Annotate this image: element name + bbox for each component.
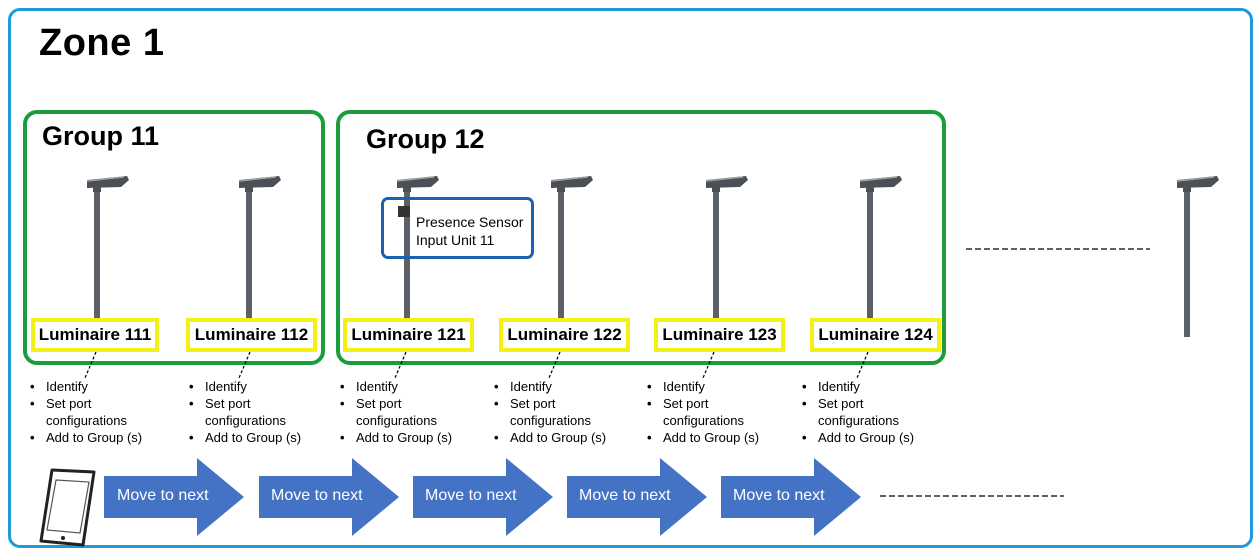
streetlight-icon bbox=[859, 175, 903, 338]
luminaire-124-label: Luminaire 124 bbox=[810, 318, 941, 352]
move-to-next-label: Move to next bbox=[425, 487, 517, 504]
presence-sensor-box bbox=[381, 197, 534, 259]
task-set-port-configurations: Set port configurations bbox=[28, 395, 142, 429]
task-list: Identify Set port configurations Add to … bbox=[492, 378, 606, 446]
task-list: Identify Set port configurations Add to … bbox=[800, 378, 914, 446]
task-list: Identify Set port configurations Add to … bbox=[645, 378, 759, 446]
task-set-port-configurations: Set port configurations bbox=[645, 395, 759, 429]
luminaire-121-label: Luminaire 121 bbox=[343, 318, 474, 352]
task-identify: Identify bbox=[28, 378, 142, 395]
arrow-right-icon bbox=[259, 458, 399, 536]
task-add-to-group: Add to Group (s) bbox=[800, 429, 914, 446]
group-12-boundary bbox=[336, 110, 946, 365]
task-set-port-configurations: Set port configurations bbox=[338, 395, 452, 429]
task-list: Identify Set port configurations Add to … bbox=[28, 378, 142, 446]
move-to-next-label: Move to next bbox=[117, 487, 209, 504]
task-list: Identify Set port configurations Add to … bbox=[338, 378, 452, 446]
task-set-port-configurations: Set port configurations bbox=[800, 395, 914, 429]
luminaire-122-label: Luminaire 122 bbox=[499, 318, 630, 352]
move-to-next-label: Move to next bbox=[733, 487, 825, 504]
luminaire-123-label: Luminaire 123 bbox=[654, 318, 785, 352]
presence-sensor-label: Presence Sensor Input Unit 11 bbox=[416, 214, 524, 248]
streetlight-icon bbox=[705, 175, 749, 338]
task-set-port-configurations: Set port configurations bbox=[187, 395, 301, 429]
task-add-to-group: Add to Group (s) bbox=[492, 429, 606, 446]
streetlight-icon bbox=[550, 175, 594, 338]
group-11-title: Group 11 bbox=[42, 121, 160, 151]
task-identify: Identify bbox=[800, 378, 914, 395]
task-add-to-group: Add to Group (s) bbox=[187, 429, 301, 446]
task-identify: Identify bbox=[645, 378, 759, 395]
arrow-right-icon bbox=[413, 458, 553, 536]
streetlight-icon bbox=[238, 175, 282, 338]
smartphone-icon bbox=[39, 468, 96, 547]
task-identify: Identify bbox=[187, 378, 301, 395]
arrow-right-icon bbox=[567, 458, 707, 536]
group-12-title: Group 12 bbox=[366, 124, 485, 154]
move-to-next-label: Move to next bbox=[579, 487, 671, 504]
task-add-to-group: Add to Group (s) bbox=[338, 429, 452, 446]
task-identify: Identify bbox=[492, 378, 606, 395]
luminaire-112-label: Luminaire 112 bbox=[186, 318, 317, 352]
zone-boundary bbox=[8, 8, 1253, 548]
streetlight-icon bbox=[86, 175, 130, 338]
zone-title: Zone 1 bbox=[39, 22, 165, 64]
luminaire-111-label: Luminaire 111 bbox=[31, 318, 159, 352]
dashed-connectors bbox=[84, 351, 869, 379]
streetlight-icon bbox=[1176, 175, 1220, 338]
group-11-boundary bbox=[23, 110, 325, 365]
move-to-next-label: Move to next bbox=[271, 487, 363, 504]
task-add-to-group: Add to Group (s) bbox=[28, 429, 142, 446]
task-identify: Identify bbox=[338, 378, 452, 395]
presence-sensor-icon bbox=[398, 206, 410, 217]
arrow-right-icon bbox=[104, 458, 244, 536]
task-set-port-configurations: Set port configurations bbox=[492, 395, 606, 429]
task-add-to-group: Add to Group (s) bbox=[645, 429, 759, 446]
task-list: Identify Set port configurations Add to … bbox=[187, 378, 301, 446]
arrow-right-icon bbox=[721, 458, 861, 536]
